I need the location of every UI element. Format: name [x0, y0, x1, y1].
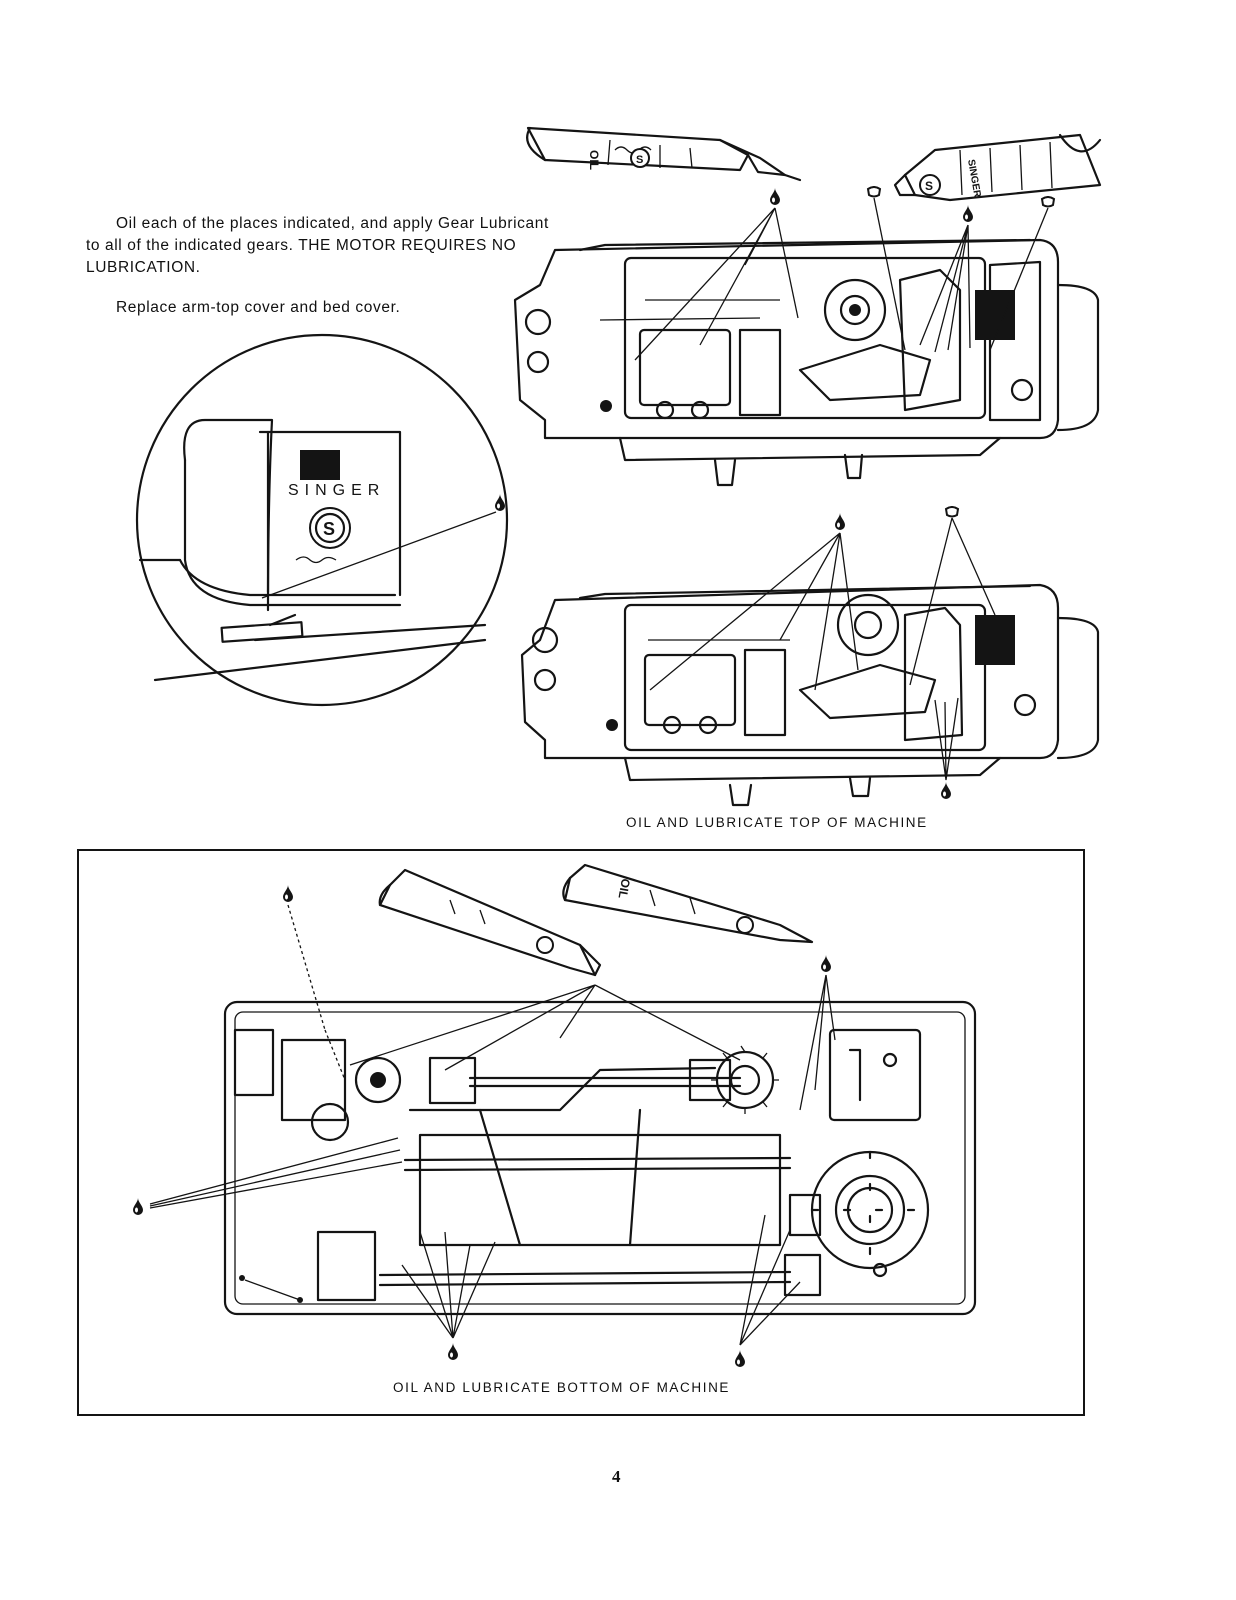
bottom-oil-tube-label: OIL [616, 877, 633, 899]
magnified-bed-detail: SINGER S [135, 333, 509, 707]
machine-bottom-view [133, 885, 977, 1367]
oil-tube-label: OIL [587, 150, 601, 170]
intro-paragraph-replace-covers: Replace arm-top cover and bed cover. [116, 299, 401, 316]
magnified-brand-label: SINGER [288, 482, 385, 499]
caption-top-of-machine: OIL AND LUBRICATE TOP OF MACHINE [626, 815, 928, 830]
bottom-oil-tubes: OIL [378, 863, 814, 977]
svg-text:S: S [925, 179, 933, 193]
caption-bottom-of-machine: OIL AND LUBRICATE BOTTOM OF MACHINE [393, 1380, 731, 1395]
lubricant-tube-label: SINGER [965, 159, 983, 199]
bottom-diagram-frame [77, 849, 1085, 1416]
magnified-logo-letter: S [323, 519, 335, 539]
intro-text-block: Oil each of the places indicated, and ap… [86, 213, 566, 319]
svg-text:S: S [636, 154, 643, 166]
oil-tube-illustration-top: S OIL [526, 126, 802, 182]
intro-paragraph-oil: Oil each of the places indicated, and ap… [86, 215, 549, 276]
lubricant-tube-illustration-top: S SINGER [893, 133, 1102, 202]
machine-top-view-2 [520, 506, 1100, 807]
page-number: 4 [612, 1467, 621, 1486]
machine-top-view-1 [513, 186, 1100, 487]
